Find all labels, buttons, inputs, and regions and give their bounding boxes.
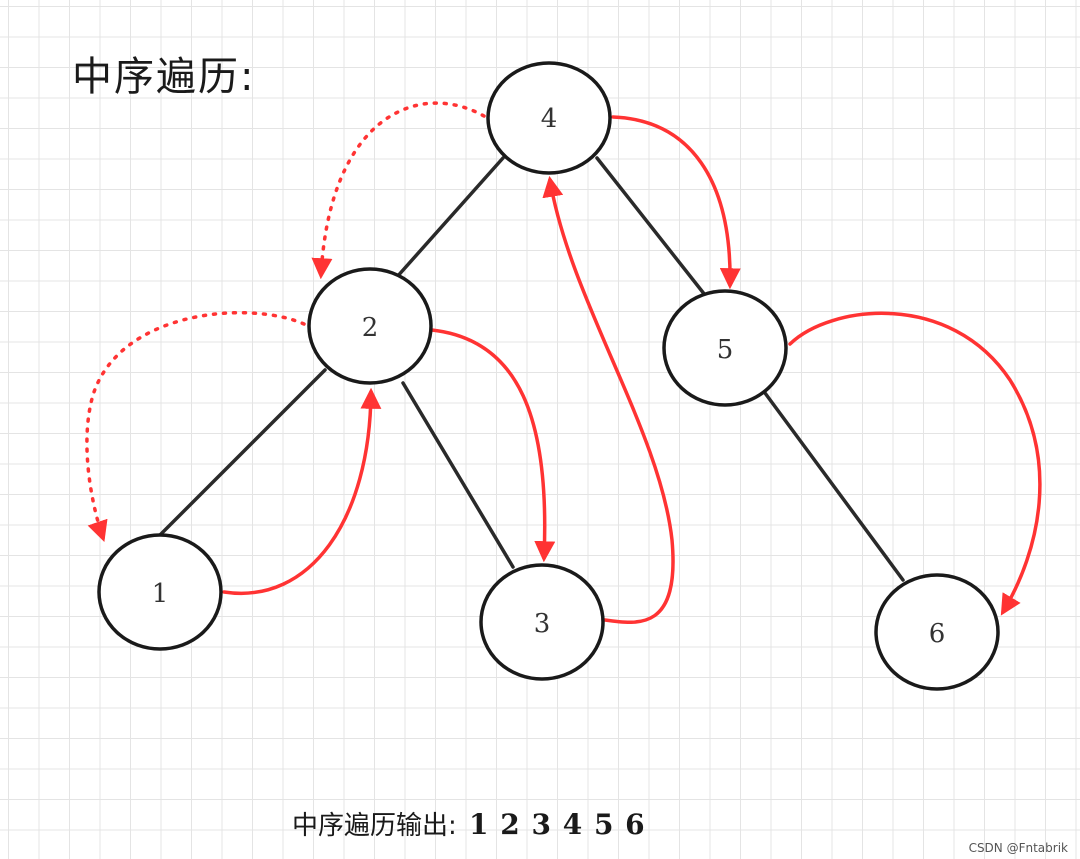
node-circle — [479, 563, 605, 681]
edge-2-3 — [401, 381, 515, 569]
watermark: CSDN @Fntabrik — [968, 841, 1068, 855]
node-label: 1 — [152, 579, 169, 609]
node-circle — [307, 267, 433, 385]
tree-edges — [158, 156, 905, 582]
node-label: 2 — [362, 313, 379, 343]
edge-4-5 — [595, 156, 707, 297]
tree-node-5: 5 — [662, 289, 788, 407]
arrow-4-to-5 — [611, 115, 741, 290]
edge-4-2 — [394, 156, 505, 280]
tree-nodes: 4 2 5 1 3 6 — [97, 61, 1000, 691]
node-circle — [486, 61, 612, 175]
arrow-4-to-2-dotted — [311, 101, 486, 280]
edge-2-1 — [158, 368, 327, 537]
tree-node-2: 2 — [307, 267, 433, 385]
output-label: 中序遍历输出: — [292, 811, 457, 841]
arrow-2-to-1-dotted — [85, 310, 306, 542]
node-label: 5 — [717, 335, 734, 365]
node-circle — [97, 533, 223, 651]
arrow-5-to-6 — [788, 311, 1042, 616]
node-circle — [874, 573, 1000, 691]
tree-node-4: 4 — [486, 61, 612, 175]
traversal-output: 中序遍历输出: 1 2 3 4 5 6 — [292, 805, 646, 842]
arrow-1-to-2 — [222, 387, 382, 596]
node-label: 6 — [929, 619, 946, 649]
node-label: 4 — [541, 104, 558, 134]
traversal-arrows — [85, 101, 1042, 625]
output-sequence: 1 2 3 4 5 6 — [469, 808, 646, 841]
arrow-2-to-3 — [430, 328, 556, 563]
node-circle — [662, 289, 788, 407]
arrow-3-to-4 — [542, 175, 675, 625]
diagram-title: 中序遍历: — [72, 54, 256, 100]
tree-node-3: 3 — [479, 563, 605, 681]
tree-node-6: 6 — [874, 573, 1000, 691]
tree-node-1: 1 — [97, 533, 223, 651]
edge-5-6 — [763, 391, 905, 582]
node-label: 3 — [534, 609, 551, 639]
